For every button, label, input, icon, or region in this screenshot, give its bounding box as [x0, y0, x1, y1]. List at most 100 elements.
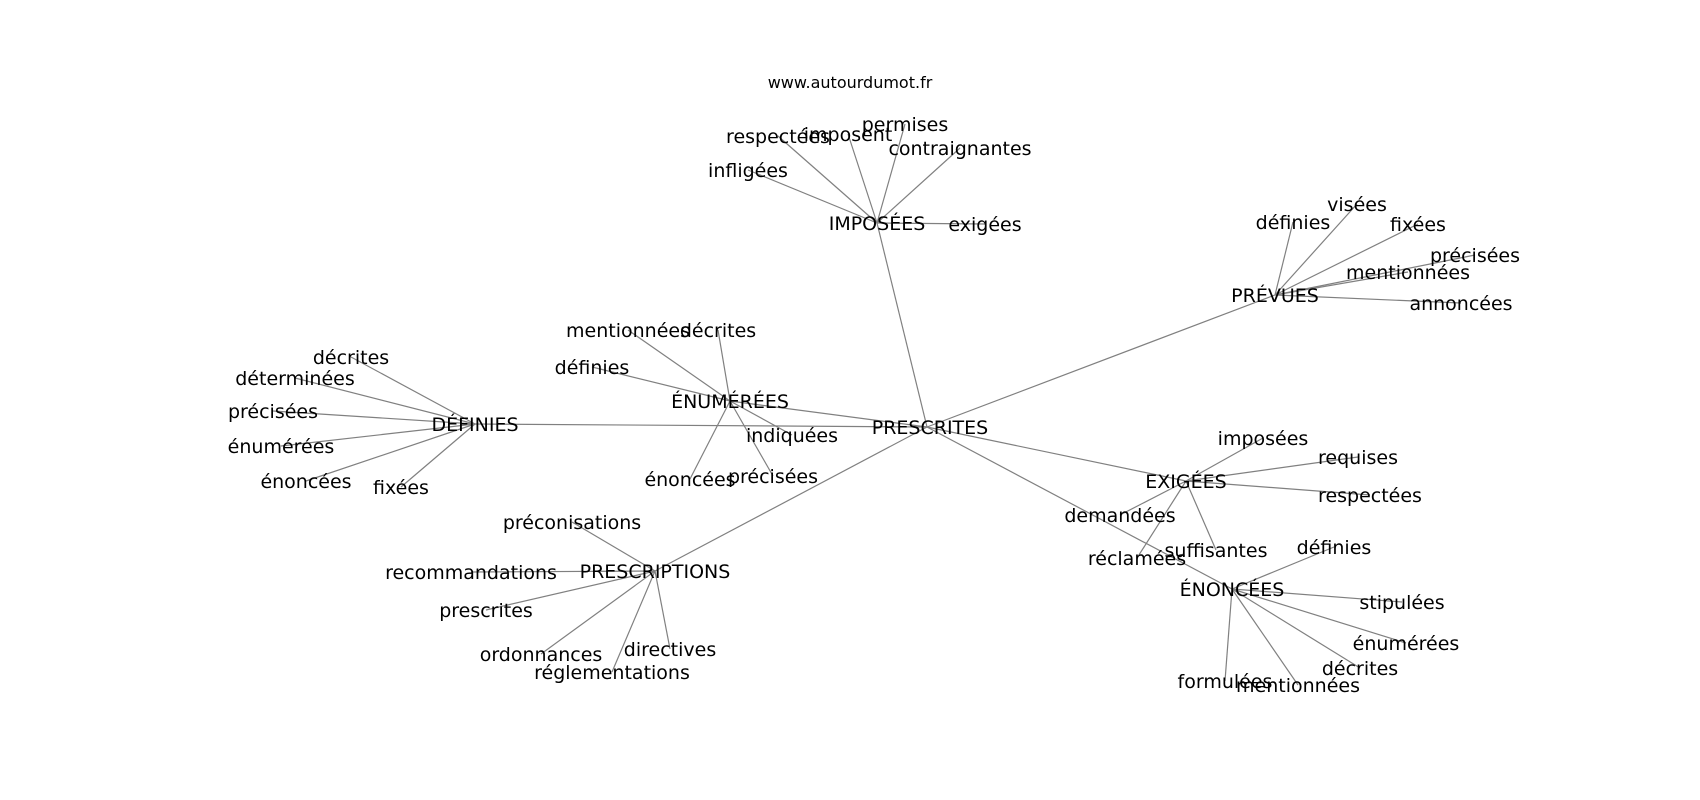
hub-word: IMPOSÉES [829, 212, 926, 235]
leaf-word: prescrites [439, 600, 533, 622]
leaf-word: décrites [680, 320, 756, 342]
edge-hub-to-leaf [485, 570, 656, 611]
leaf-word: décrites [313, 347, 389, 369]
leaf-word: exigées [948, 214, 1021, 236]
edge-hub-to-leaf [1224, 588, 1233, 682]
edge-hub-to-leaf [717, 329, 731, 402]
leaf-word: énumérées [228, 436, 335, 458]
leaf-word: précisées [1430, 245, 1520, 267]
leaf-word: mentionnées [566, 320, 690, 342]
edge-hub-to-leaf [591, 366, 731, 402]
edge-hub-to-leaf [1274, 221, 1294, 296]
hub-word: DÉFINIES [431, 413, 518, 436]
leaf-word: décrites [1322, 658, 1398, 680]
edge-hub-to-leaf [350, 356, 476, 425]
leaf-word: stipulées [1359, 592, 1444, 614]
leaf-word: imposées [1218, 428, 1309, 450]
leaf-word: imposent [804, 124, 893, 146]
leaf-word: respectées [1318, 485, 1422, 507]
leaf-word: requises [1318, 447, 1398, 469]
leaf-word: ordonnances [480, 644, 603, 666]
leaf-word: permises [862, 114, 949, 136]
edge-hub-to-leaf [1185, 480, 1217, 551]
leaf-word: annoncées [1409, 293, 1512, 315]
source-credit: www.autourdumot.fr [768, 73, 933, 92]
leaf-word: contraignantes [888, 138, 1031, 160]
edge-hub-to-leaf [1185, 437, 1264, 482]
edge-hub-to-leaf [689, 400, 731, 480]
edge-hub-to-leaf [305, 423, 476, 482]
edge-hub-to-leaf [654, 570, 671, 650]
leaf-word: respectées [726, 126, 830, 148]
leaf-word: précisées [728, 466, 818, 488]
edge-hub-to-leaf [1274, 271, 1409, 296]
edge-hub-to-leaf [777, 135, 878, 224]
edge-hub-to-leaf [876, 222, 986, 225]
edge-hub-to-leaf [540, 570, 656, 655]
leaf-word: formulées [1178, 671, 1273, 693]
edge-hub-to-leaf [876, 147, 961, 224]
edge-hub-to-leaf [1119, 480, 1187, 516]
leaf-word: demandées [1064, 505, 1175, 527]
hub-word: EXIGÉES [1145, 470, 1226, 493]
edge-hub-to-leaf [1274, 294, 1462, 304]
edge-hub-to-leaf [280, 423, 476, 447]
edge-hub-to-leaf [1231, 588, 1407, 644]
leaf-word: définies [555, 357, 630, 379]
edge-hub-to-leaf [611, 570, 656, 673]
edge-center-to-hub [926, 426, 1187, 482]
edge-hub-to-leaf [847, 133, 878, 224]
edge-hub-to-leaf [571, 521, 656, 572]
edge-hub-to-leaf [1274, 254, 1476, 296]
edge-hub-to-leaf [1231, 588, 1299, 686]
center-word: PRESCRITES [872, 417, 988, 439]
leaf-word: définies [1297, 537, 1372, 559]
edge-center-to-hub [729, 400, 928, 428]
edge-hub-to-leaf [1231, 546, 1335, 590]
hub-word: PRESCRIPTIONS [580, 561, 731, 583]
hub-word: ÉNONCÉES [1180, 578, 1285, 601]
leaf-word: réglementations [534, 662, 690, 684]
leaf-word: visées [1327, 194, 1387, 216]
edge-hub-to-leaf [1136, 480, 1187, 559]
edge-center-to-hub [926, 294, 1276, 428]
leaf-word: mentionnées [1346, 262, 1470, 284]
edge-hub-to-leaf [1231, 588, 1361, 669]
leaf-word: directives [624, 639, 716, 661]
edges-layer [272, 123, 1476, 686]
hub-word: PRÉVUES [1231, 284, 1319, 307]
edge-hub-to-leaf [876, 123, 906, 224]
leaf-word: indiquées [746, 425, 838, 447]
leaf-word: définies [1256, 212, 1331, 234]
leaf-word: suffisantes [1165, 540, 1268, 562]
edge-hub-to-leaf [1274, 223, 1419, 296]
edge-hub-to-leaf [272, 410, 476, 425]
leaf-word: précisées [228, 401, 318, 423]
edge-hub-to-leaf [729, 400, 774, 477]
leaf-word: énoncées [644, 469, 735, 491]
leaf-word: recommandations [385, 562, 557, 584]
leaf-word: fixées [1390, 214, 1446, 236]
edge-center-to-hub [926, 426, 1233, 590]
leaf-word: mentionnées [1236, 675, 1360, 697]
edge-hub-to-leaf [1231, 588, 1403, 603]
edge-hub-to-leaf [1185, 480, 1371, 496]
leaf-word: déterminées [235, 368, 354, 390]
edge-hub-to-leaf [294, 377, 476, 425]
edge-hub-to-leaf [627, 329, 731, 402]
leaf-word: énoncées [260, 471, 351, 493]
edge-hub-to-leaf [747, 169, 878, 224]
edge-hub-to-leaf [1274, 203, 1358, 296]
edge-hub-to-leaf [470, 570, 656, 573]
leaf-word: énumérées [1353, 633, 1460, 655]
edge-center-to-hub [876, 222, 928, 428]
edge-center-to-hub [474, 423, 928, 428]
leaf-word: réclamées [1088, 548, 1186, 570]
leaf-word: préconisations [503, 512, 641, 534]
edge-center-to-hub [654, 426, 928, 572]
edge-hub-to-leaf [1185, 456, 1359, 482]
edge-hub-to-leaf [400, 423, 476, 488]
leaf-word: fixées [373, 477, 429, 499]
edge-hub-to-leaf [729, 400, 793, 436]
